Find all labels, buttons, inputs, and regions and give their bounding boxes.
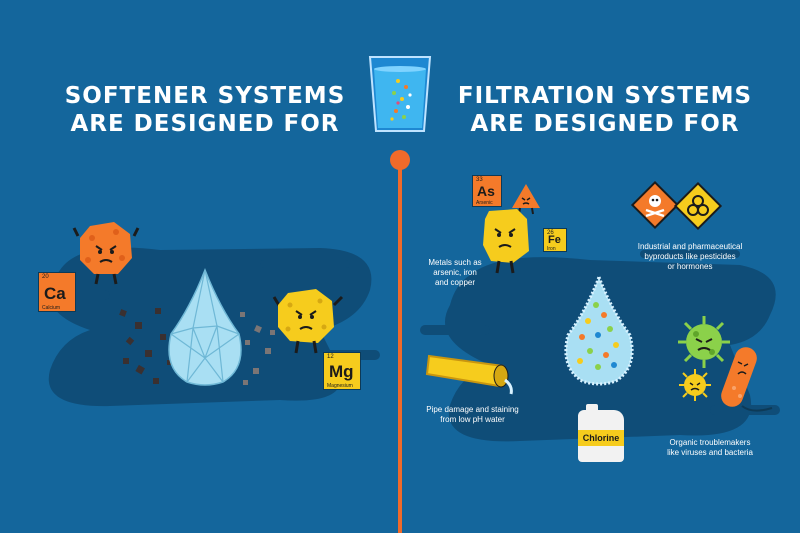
calcium-number: 20 [42,274,49,280]
organic-caption: Organic troublemakers like viruses and b… [650,438,770,458]
arsenic-number: 33 [476,177,483,183]
arsenic-element-tile: 33 As Arsenic [472,175,502,207]
arsenic-name: Arsenic [476,200,493,206]
metals-caption-line3: and copper [434,278,476,287]
poison-hazard-sign-icon [630,180,680,230]
pipe-caption: Pipe damage and staining from low pH wat… [415,405,530,425]
arsenic-symbol: As [477,183,495,199]
center-divider-dot [390,150,410,170]
iron-symbol: Fe [548,234,561,246]
organic-caption-line2: like viruses and bacteria [667,448,753,457]
industrial-caption-line1: Industrial and pharmaceutical [637,242,743,251]
magnesium-name: Magnesium [327,383,353,389]
magnesium-number: 12 [327,354,334,360]
metals-caption: Metals such as arsenic, iron and copper [415,258,495,288]
iron-number: 26 [547,230,554,236]
filtration-heading-line1: FILTRATION SYSTEMS [457,83,753,109]
water-glass-icon [368,56,432,132]
calcium-name: Calcium [42,305,61,311]
metals-caption-line2: arsenic, iron [433,268,477,277]
pipe-caption-line2: from low pH water [440,415,505,424]
industrial-caption: Industrial and pharmaceutical byproducts… [630,242,750,272]
iron-element-tile: 26 Fe Iron [543,228,567,252]
biohazard-sign-icon [673,181,723,231]
softener-heading-line1: SOFTENER SYSTEMS [64,83,346,109]
filtration-heading: FILTRATION SYSTEMS ARE DESIGNED FOR [455,82,755,138]
chlorine-label: Chlorine [578,430,624,446]
industrial-caption-line3: or hormones [667,262,713,271]
organic-caption-line1: Organic troublemakers [669,438,751,447]
calcium-element-tile: 20 Ca Calcium [38,272,76,312]
chlorine-jug-cap [586,404,598,412]
contaminated-water-drop-icon [564,272,634,386]
filtration-heading-line2: ARE DESIGNED FOR [470,111,740,137]
orange-bacteria-character [721,347,773,412]
magnesium-element-tile: 12 Mg Magnesium [323,352,361,390]
crystal-water-drop-icon [168,267,242,386]
magnesium-symbol: Mg [329,362,354,381]
yellow-virus-character [679,369,711,401]
softener-heading-line2: ARE DESIGNED FOR [70,111,340,137]
industrial-caption-line2: byproducts like pesticides [644,252,736,261]
center-divider-line [398,158,402,533]
magnesium-rock-character [272,289,344,354]
softener-heading: SOFTENER SYSTEMS ARE DESIGNED FOR [60,82,350,138]
calcium-rock-character [72,222,140,285]
metal-rock-character [483,209,529,274]
green-virus-character [678,316,730,368]
calcium-symbol: Ca [44,284,66,303]
metals-caption-line1: Metals such as [428,258,482,267]
chlorine-jug: Chlorine [578,404,624,462]
iron-name: Iron [547,246,556,252]
corroded-pipe-icon [425,354,513,395]
pipe-caption-line1: Pipe damage and staining [426,405,519,414]
mineral-particles [119,308,275,385]
